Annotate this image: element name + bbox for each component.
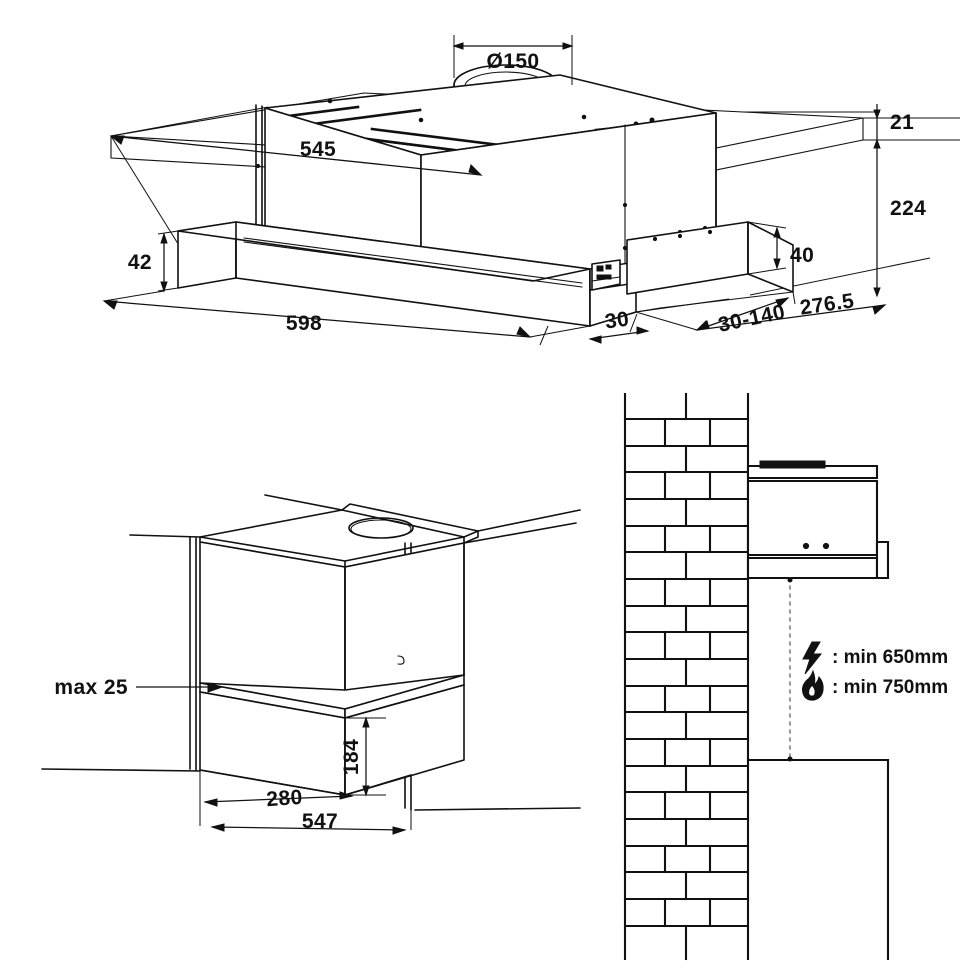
dim-slide-height-label: 40 (790, 244, 814, 267)
clearance-gas-label: : min 750mm (832, 677, 948, 698)
dim-front-panel-label: 42 (128, 251, 152, 274)
dimension-overall-width: 598 (102, 290, 591, 338)
view-isometric-cabinet: max 25 184 280 (41, 494, 581, 835)
dim-top-plate-label: 21 (890, 111, 914, 134)
cabinet-left-edge (189, 536, 197, 771)
view-isometric-hood: Ø150 545 21 224 (102, 35, 960, 346)
dimension-duct-diameter: Ø150 (452, 35, 574, 85)
dim-overall-width-label: 598 (286, 312, 322, 335)
hood-rear-panel (626, 221, 794, 295)
cabinet-lower-compartment (199, 684, 465, 796)
dim-body-height-label: 224 (890, 197, 926, 220)
leader-panel-thickness: max 25 (54, 676, 224, 699)
dim-extension-range-label: 30-140 (716, 300, 787, 337)
clearance-centerline (787, 577, 793, 762)
dim-cabinet-width-label: 547 (302, 810, 338, 833)
hood-pullout-drawer (177, 221, 591, 327)
dimension-front-panel: 42 (128, 230, 179, 293)
flame-icon (802, 669, 824, 701)
cooktop-counter (746, 758, 890, 961)
dim-duct-diameter-label: Ø150 (487, 50, 540, 73)
cabinet-upper-compartment (199, 541, 465, 710)
hood-control-panel (591, 259, 621, 291)
dimension-cabinet-width: 547 (199, 780, 412, 835)
dimension-top-plate: 21 (873, 104, 914, 152)
dimension-extension-range: 30-140 (635, 291, 796, 337)
leader-panel-thickness-label: max 25 (54, 676, 128, 699)
dimension-body-width: 545 (109, 135, 483, 176)
dimension-cabinet-depth: 280 (199, 770, 354, 811)
dimension-front-offset: 30 (539, 307, 650, 346)
dimension-cabinet-height: 184 (340, 716, 386, 797)
view-wall-section: : min 650mm : min 750mm (623, 392, 948, 961)
dim-body-width-label: 545 (300, 138, 336, 161)
brick-wall (623, 392, 750, 961)
cabinet-base-lines (199, 769, 412, 796)
clearance-notes: : min 650mm : min 750mm (802, 641, 948, 701)
clearance-electric-label: : min 650mm (832, 647, 948, 668)
dimension-slide-height: 40 (747, 221, 814, 275)
dim-cabinet-depth-label: 280 (266, 786, 304, 811)
dimension-body-height: 224 (873, 152, 926, 298)
dim-cabinet-height-label: 184 (340, 739, 363, 775)
cabinet-worktop-extensions (41, 494, 581, 811)
lightning-bolt-icon (802, 641, 823, 675)
dim-depth-label: 276.5 (798, 289, 855, 319)
dim-front-offset-label: 30 (604, 307, 631, 333)
hood-side-elevation (746, 460, 890, 580)
